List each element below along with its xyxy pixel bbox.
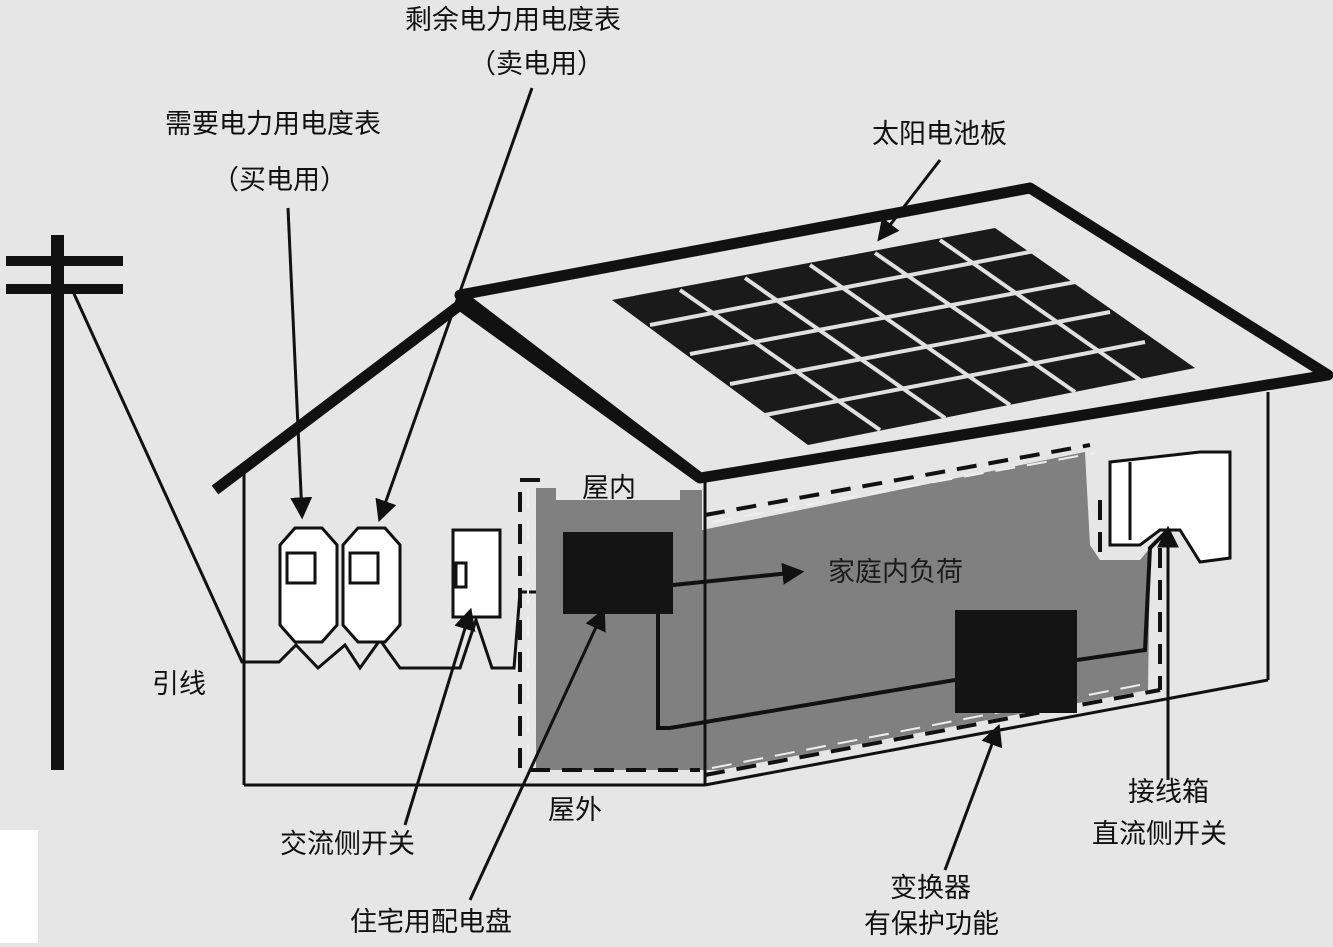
lead-wire-label: 引线	[152, 669, 206, 700]
distribution-board-label: 住宅用配电盘	[350, 907, 512, 938]
corner-patch	[0, 830, 38, 943]
distribution-board-box	[563, 532, 673, 614]
wall-dashed-lines	[518, 443, 1162, 777]
solar-panel-array	[612, 228, 1195, 445]
surplus-meter	[341, 526, 402, 644]
household-load-label: 家庭内负荷	[828, 557, 963, 588]
surplus-meter-title: 剩余电力用电度表	[405, 5, 621, 36]
outdoor-label: 屋外	[548, 795, 602, 826]
load-arrow	[672, 562, 805, 587]
ac-switch-label: 交流侧开关	[280, 829, 415, 860]
solar-panel-label: 太阳电池板	[872, 119, 1007, 150]
surplus-meter-subtitle: （卖电用）	[469, 49, 604, 80]
demand-meter	[278, 526, 339, 644]
inverter-box	[955, 610, 1077, 713]
inverter-protection-label: 有保护功能	[864, 909, 999, 940]
dc-switch-label: 直流侧开关	[1092, 819, 1227, 850]
junction-box-label: 接线箱	[1128, 777, 1209, 808]
utility-pole	[6, 235, 123, 770]
demand-meter-subtitle: （买电用）	[212, 165, 347, 196]
inverter-label: 变换器	[890, 873, 971, 904]
ac-internal-wiring	[656, 614, 956, 730]
ac-switch-box	[451, 528, 502, 619]
indoor-label: 屋内	[582, 473, 636, 504]
label-pointers	[286, 87, 1179, 901]
junction-box	[1108, 450, 1232, 564]
demand-meter-title: 需要电力用电度表	[165, 109, 381, 140]
